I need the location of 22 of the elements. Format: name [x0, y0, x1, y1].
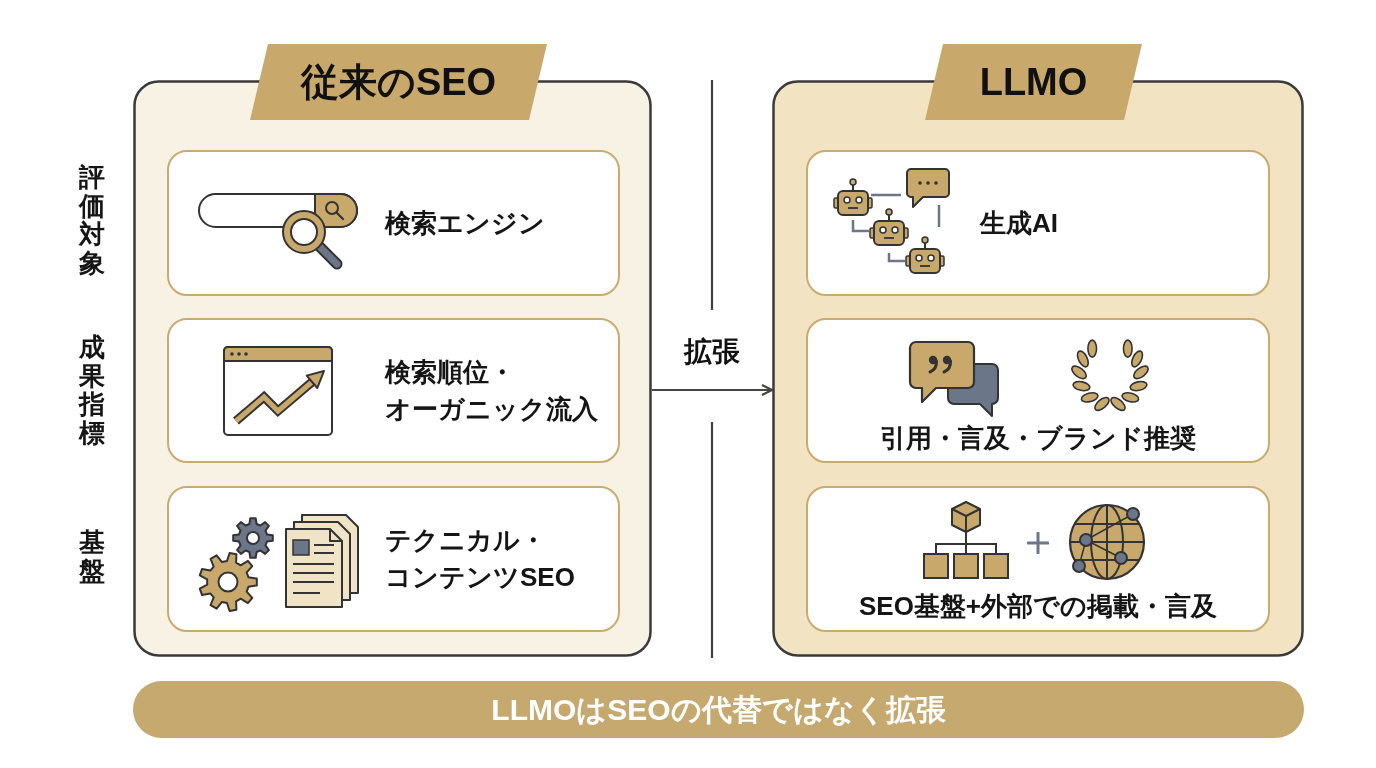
card-text: SEO基盤+外部での掲載・言及 [858, 590, 1218, 623]
row-label: 成果指標 [79, 333, 105, 448]
content-card [806, 318, 1270, 463]
edge-label: 拡張 [684, 338, 740, 366]
summary-banner: LLMOはSEOの代替ではなく拡張 [133, 681, 1304, 738]
card-text: 生成AI [980, 206, 1058, 240]
comparison-panel [772, 44, 1304, 657]
panel-title: 従来のSEO [300, 63, 497, 101]
content-card [167, 486, 620, 632]
content-card [167, 150, 620, 296]
card-text: 検索エンジン [385, 206, 545, 240]
card-text: 引用・言及・ブランド推奨 [880, 422, 1196, 455]
row-label: 評価対象 [79, 163, 105, 278]
panel-title: LLMO [979, 63, 1088, 101]
content-card [167, 318, 620, 463]
comparison-panel [133, 44, 652, 657]
arrow [652, 383, 774, 397]
content-card [806, 486, 1270, 632]
content-card [806, 150, 1270, 296]
card-text: テクニカル・コンテンツSEO [385, 524, 576, 594]
card-text: 検索順位・オーガニック流入 [385, 355, 599, 426]
row-label: 基盤 [79, 528, 105, 586]
